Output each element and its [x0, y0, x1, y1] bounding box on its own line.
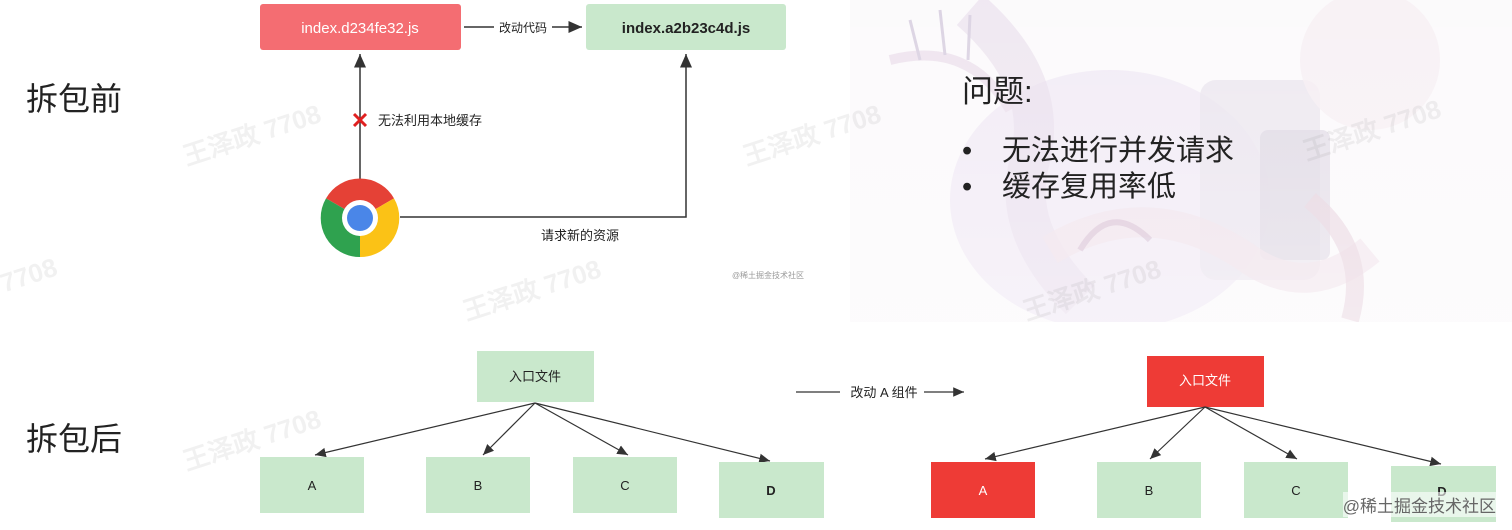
issues-panel: 问题: • 无法进行并发请求 • 缓存复用率低 [962, 66, 1234, 205]
new-bundle-name: index.a2b23c4d.js [622, 20, 750, 37]
request-label: 请求新的资源 [541, 228, 619, 243]
change-component-label: 改动 A 组件 [850, 385, 917, 400]
issue-text: 缓存复用率低 [1002, 171, 1177, 203]
module-label: B [474, 478, 483, 493]
module-label: D [766, 483, 775, 498]
issues-list: • 无法进行并发请求 • 缓存复用率低 [962, 133, 1234, 205]
after-split-label: 拆包后 [26, 421, 123, 457]
bullet-icon: • [962, 135, 973, 167]
after-split-diagram: 入口文件 A B C D 改动 A 组件 入口文件 A B C D [260, 351, 1496, 522]
issues-title: 问题: [962, 74, 1033, 109]
background-illustration [850, 0, 1512, 322]
module-box-b [1097, 462, 1201, 518]
change-label: 改动代码 [499, 21, 547, 35]
illustration-svg [850, 0, 1512, 322]
watermark: 7708 [0, 251, 61, 299]
cache-fail-label: 无法利用本地缓存 [378, 113, 482, 128]
before-split-label: 拆包前 [26, 81, 123, 117]
entry-file-label: 入口文件 [509, 369, 561, 384]
issue-item: • 缓存复用率低 [962, 169, 1234, 205]
module-label: C [620, 478, 629, 493]
module-label: D [1437, 484, 1446, 499]
old-bundle-name: index.d234fe32.js [301, 20, 419, 37]
issue-item: • 无法进行并发请求 [962, 133, 1234, 169]
bullet-icon: • [962, 171, 973, 203]
new-bundle-box [586, 4, 786, 50]
credit-text: @稀土掘金技术社区 [732, 270, 804, 280]
module-label: C [1291, 483, 1300, 498]
entry-file-box [477, 351, 594, 402]
module-box-c [1244, 462, 1348, 518]
module-box-a [260, 457, 364, 513]
site-credit: @稀土掘金技术社区 [1342, 492, 1496, 517]
issue-text: 无法进行并发请求 [1002, 135, 1235, 167]
module-label: B [1145, 483, 1154, 498]
module-box-a-changed [931, 462, 1035, 518]
module-box-b [426, 457, 530, 513]
module-box-d [719, 462, 824, 518]
old-bundle-box [260, 4, 461, 50]
entry-file-box-changed [1147, 356, 1264, 407]
request-arrow [400, 54, 692, 218]
cross-icon [352, 112, 368, 128]
module-box-c [573, 457, 677, 513]
before-split-diagram: index.d234fe32.js index.a2b23c4d.js 改动代码… [260, 4, 804, 280]
module-label: A [308, 478, 317, 493]
module-label: A [979, 483, 988, 498]
entry-file-label: 入口文件 [1179, 373, 1231, 388]
chrome-icon [320, 178, 400, 258]
